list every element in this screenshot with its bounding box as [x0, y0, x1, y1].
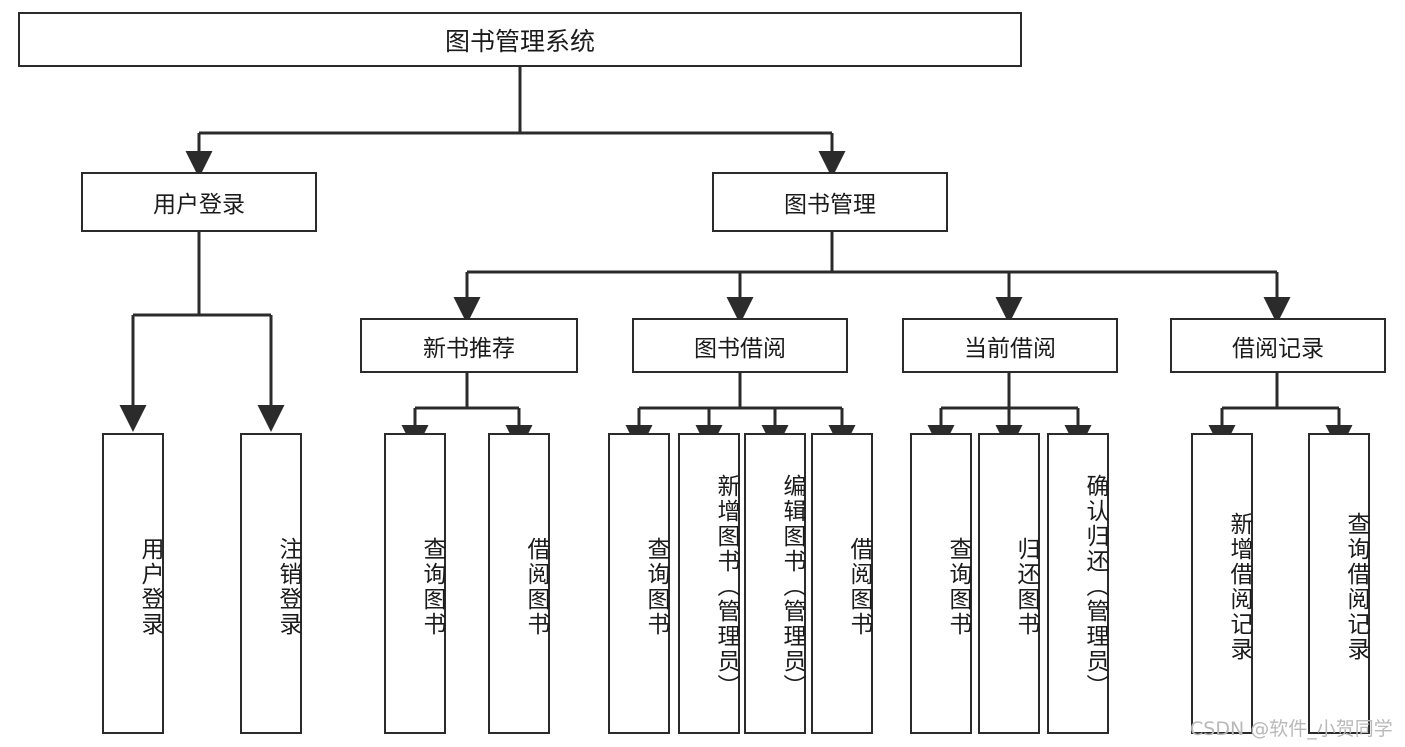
node-leaf-add-borrow-record[interactable]: 新增借阅记录: [1191, 433, 1253, 734]
node-label: 查询图书: [945, 536, 971, 637]
node-leaf-logout[interactable]: 注销登录: [240, 433, 302, 734]
node-label: 图书借阅: [694, 335, 786, 362]
node-label: 图书管理: [784, 192, 876, 218]
node-leaf-borrow-book-recommend[interactable]: 借阅图书: [488, 433, 550, 734]
node-leaf-confirm-return-admin[interactable]: 确认归还（管理员）: [1047, 433, 1109, 734]
node-user-login[interactable]: 用户登录: [81, 172, 317, 232]
node-root-book-management-system[interactable]: 图书管理系统: [18, 12, 1022, 67]
node-new-book-recommend[interactable]: 新书推荐: [360, 318, 578, 373]
node-borrow-record[interactable]: 借阅记录: [1170, 318, 1386, 373]
node-label: 新增借阅记录: [1226, 511, 1252, 662]
node-label: 用户登录: [153, 192, 245, 218]
node-leaf-add-book-admin[interactable]: 新增图书（管理员）: [678, 433, 740, 734]
node-label: 借阅图书: [846, 536, 872, 637]
node-label: 查询图书: [643, 536, 669, 637]
node-book-management[interactable]: 图书管理: [712, 172, 948, 232]
node-label: 查询图书: [419, 536, 445, 637]
node-label: 查询借阅记录: [1343, 511, 1369, 662]
node-label: 借阅记录: [1232, 335, 1324, 362]
node-leaf-query-book-recommend[interactable]: 查询图书: [384, 433, 446, 734]
node-label: 归还图书: [1013, 536, 1039, 637]
node-label: 注销登录: [275, 536, 301, 637]
node-leaf-edit-book-admin[interactable]: 编辑图书（管理员）: [744, 433, 806, 734]
node-leaf-return-book[interactable]: 归还图书: [978, 433, 1040, 734]
node-label: 新增图书（管理员）: [713, 474, 739, 699]
node-label: 图书管理系统: [444, 26, 595, 56]
node-label: 借阅图书: [523, 536, 549, 637]
node-leaf-user-login[interactable]: 用户登录: [102, 433, 164, 734]
node-leaf-query-book-current[interactable]: 查询图书: [910, 433, 972, 734]
node-current-borrow[interactable]: 当前借阅: [902, 318, 1118, 373]
node-label: 编辑图书（管理员）: [779, 474, 805, 699]
node-leaf-query-borrow-record[interactable]: 查询借阅记录: [1308, 433, 1370, 734]
node-leaf-query-book-borrow[interactable]: 查询图书: [608, 433, 670, 734]
node-label: 当前借阅: [964, 335, 1056, 362]
node-label: 新书推荐: [423, 335, 515, 362]
node-label: 用户登录: [137, 536, 163, 637]
csdn-watermark: CSDN @软件_小贺同学: [1190, 718, 1393, 740]
node-leaf-borrow-book[interactable]: 借阅图书: [811, 433, 873, 734]
node-book-borrow[interactable]: 图书借阅: [632, 318, 848, 373]
node-label: 确认归还（管理员）: [1082, 474, 1108, 699]
